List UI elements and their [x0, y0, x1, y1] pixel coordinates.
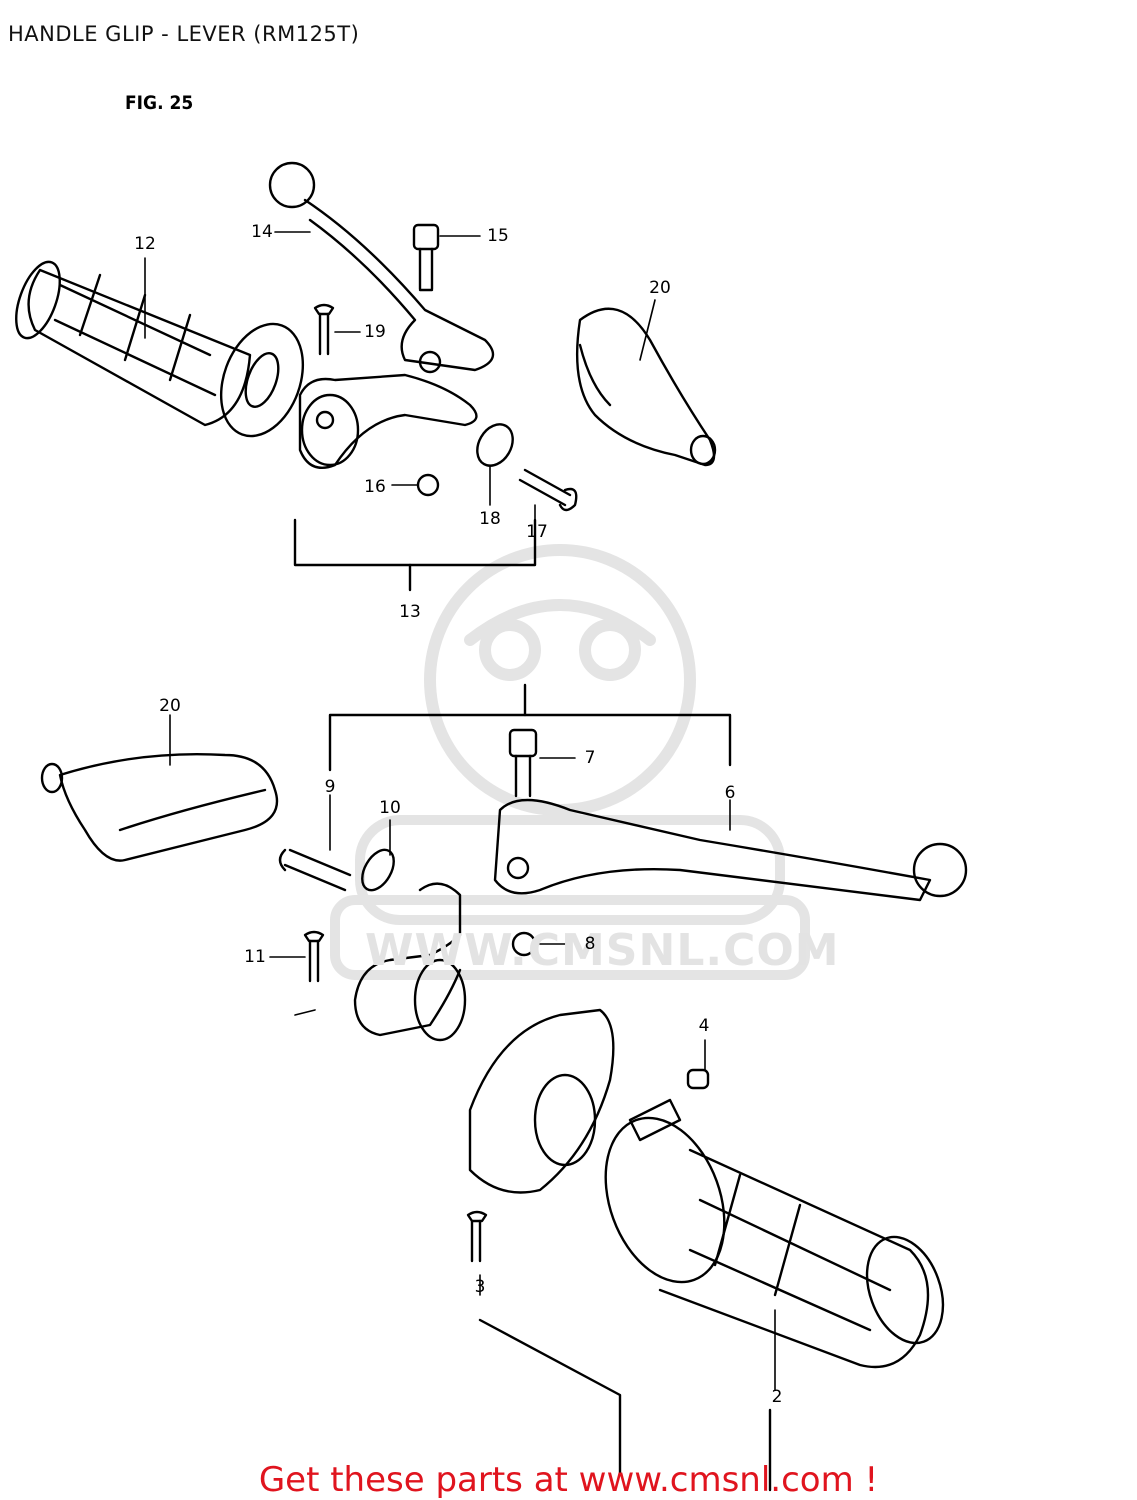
bolt-7 — [508, 728, 538, 798]
callout-10: 10 — [379, 798, 401, 818]
callout-19: 19 — [364, 322, 386, 342]
callout-18: 18 — [479, 509, 501, 529]
clutch-lever-14 — [268, 161, 495, 374]
washer-10 — [361, 848, 395, 892]
callout-6: 6 — [724, 783, 736, 803]
callout-2: 2 — [771, 1387, 783, 1407]
lever-cover-20-upper — [575, 307, 717, 467]
diagram-title: HANDLE GLIP - LEVER (RM125T) — [8, 22, 360, 46]
grip-12 — [15, 260, 305, 438]
lever-cover-20-lower — [40, 752, 279, 862]
callout-11: 11 — [244, 947, 266, 967]
callout-14: 14 — [251, 222, 273, 242]
nut-16 — [416, 473, 440, 497]
callout-20-upper: 20 — [649, 278, 671, 298]
screw-3 — [466, 1210, 488, 1263]
bracket-2-3 — [478, 1318, 772, 1492]
bolt-15 — [412, 223, 440, 292]
callout-3: 3 — [474, 1277, 486, 1297]
nut-4 — [686, 1068, 710, 1090]
leader-lines — [144, 231, 776, 1391]
watermark-url: WWW.CMSNL.COM — [365, 925, 840, 976]
bracket-6-9 — [328, 683, 732, 772]
figure-number: FIG. 25 — [125, 92, 194, 114]
bracket-13 — [293, 518, 537, 592]
lever-holder-lower — [353, 882, 467, 1042]
watermark-cms — [330, 815, 810, 980]
throttle-grip-2 — [604, 1098, 945, 1369]
nut-8 — [511, 931, 537, 957]
callout-7: 7 — [584, 748, 596, 768]
callout-9: 9 — [324, 777, 336, 797]
adjuster-9 — [278, 848, 352, 892]
callout-17: 17 — [526, 522, 548, 542]
watermark-logo — [424, 544, 696, 816]
throttle-housing — [468, 1008, 615, 1194]
callout-13: 13 — [399, 602, 421, 622]
screw-11 — [303, 930, 325, 983]
callout-16: 16 — [364, 477, 386, 497]
screw-19 — [313, 303, 335, 356]
callout-12: 12 — [134, 234, 156, 254]
footer-link[interactable]: Get these parts at www.cmsnl.com ! — [258, 1460, 879, 1500]
washer-18 — [476, 423, 514, 467]
callout-4: 4 — [698, 1016, 710, 1036]
callout-20-lower: 20 — [159, 696, 181, 716]
adjuster-17 — [518, 468, 578, 512]
lever-holder-13 — [298, 373, 478, 470]
callout-8: 8 — [584, 934, 596, 954]
callout-15: 15 — [487, 226, 509, 246]
brake-lever-6 — [493, 798, 968, 902]
